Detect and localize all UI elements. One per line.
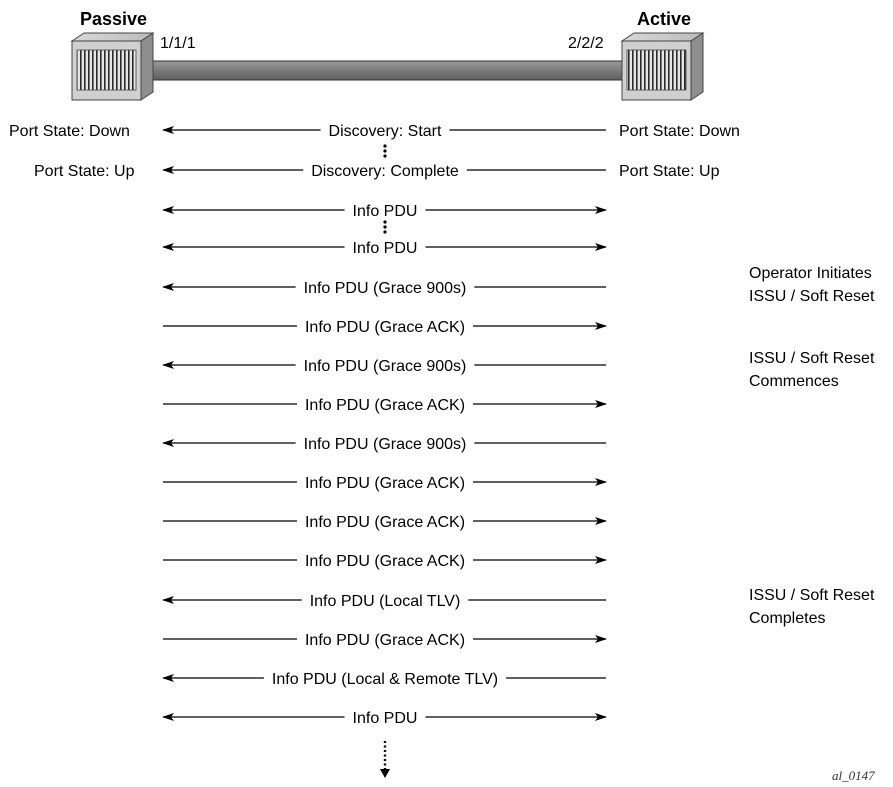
passive-switch-icon bbox=[72, 33, 153, 100]
note-completes-2: Completes bbox=[749, 610, 825, 627]
passive-port-state-up: Port State: Up bbox=[34, 163, 135, 180]
note-operator-initiates-1: Operator Initiates bbox=[749, 265, 872, 282]
message-label: Info PDU (Grace ACK) bbox=[305, 632, 465, 649]
message-label: Info PDU (Grace ACK) bbox=[305, 514, 465, 531]
message-row: Info PDU bbox=[163, 203, 606, 220]
ellipsis-dots-icon bbox=[383, 220, 386, 233]
message-label: Info PDU bbox=[353, 203, 418, 220]
message-row: Info PDU (Local TLV) bbox=[163, 593, 606, 610]
message-row: Info PDU (Grace ACK) bbox=[163, 514, 606, 531]
link-cable bbox=[142, 61, 630, 80]
active-device-title: Active bbox=[637, 9, 691, 29]
message-row: Info PDU (Grace 900s) bbox=[163, 280, 606, 297]
figure-id: al_0147 bbox=[832, 768, 875, 783]
message-label: Info PDU bbox=[353, 240, 418, 257]
active-switch-icon bbox=[622, 33, 703, 100]
message-row: Info PDU (Grace ACK) bbox=[163, 632, 606, 649]
note-operator-initiates-2: ISSU / Soft Reset bbox=[749, 288, 875, 305]
message-label: Info PDU bbox=[353, 710, 418, 727]
message-row: Info PDU (Grace ACK) bbox=[163, 319, 606, 336]
message-row: Info PDU (Grace ACK) bbox=[163, 397, 606, 414]
message-row: Discovery: Start bbox=[163, 123, 606, 140]
message-row: Info PDU bbox=[163, 240, 606, 257]
message-row: Info PDU (Local & Remote TLV) bbox=[163, 671, 606, 688]
message-row: Discovery: Complete bbox=[163, 163, 606, 180]
message-label: Discovery: Complete bbox=[311, 163, 459, 180]
message-row: Info PDU (Grace 900s) bbox=[163, 358, 606, 375]
message-row: Info PDU bbox=[163, 710, 606, 727]
message-label: Info PDU (Grace ACK) bbox=[305, 397, 465, 414]
active-port-state-down: Port State: Down bbox=[619, 123, 740, 140]
message-label: Info PDU (Grace ACK) bbox=[305, 553, 465, 570]
message-label: Info PDU (Grace 900s) bbox=[304, 280, 467, 297]
message-row: Info PDU (Grace ACK) bbox=[163, 553, 606, 570]
message-row: Info PDU (Grace ACK) bbox=[163, 475, 606, 492]
message-label: Info PDU (Grace 900s) bbox=[304, 358, 467, 375]
passive-port-state-down: Port State: Down bbox=[9, 123, 130, 140]
note-commences-1: ISSU / Soft Reset bbox=[749, 350, 875, 367]
message-label: Discovery: Start bbox=[329, 123, 442, 140]
message-label: Info PDU (Local TLV) bbox=[310, 593, 461, 610]
active-port-state-up: Port State: Up bbox=[619, 163, 720, 180]
message-label: Info PDU (Grace 900s) bbox=[304, 436, 467, 453]
message-row: Info PDU (Grace 900s) bbox=[163, 436, 606, 453]
continuation-arrow-icon bbox=[380, 741, 390, 778]
note-commences-2: Commences bbox=[749, 373, 839, 390]
passive-device-title: Passive bbox=[80, 9, 147, 29]
ellipsis-dots-icon bbox=[383, 144, 386, 157]
message-label: Info PDU (Grace ACK) bbox=[305, 319, 465, 336]
passive-port-label: 1/1/1 bbox=[160, 35, 196, 52]
message-label: Info PDU (Grace ACK) bbox=[305, 475, 465, 492]
message-label: Info PDU (Local & Remote TLV) bbox=[272, 671, 498, 688]
note-completes-1: ISSU / Soft Reset bbox=[749, 587, 875, 604]
active-port-label: 2/2/2 bbox=[568, 35, 604, 52]
